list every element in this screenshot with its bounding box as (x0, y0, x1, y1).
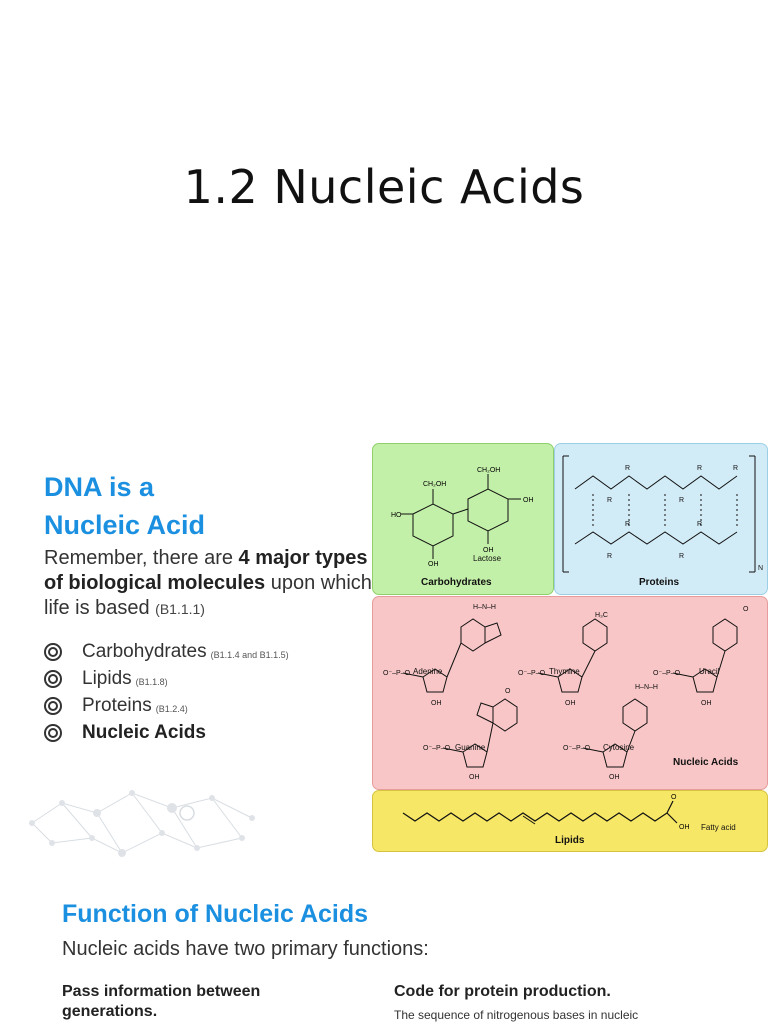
svg-text:H–N–H: H–N–H (635, 684, 658, 691)
molecule-list: Carbohydrates (B1.1.4 and B1.1.5) Lipids… (42, 638, 289, 746)
svg-text:H₃C: H₃C (595, 612, 608, 619)
list-label: Nucleic Acids (82, 721, 206, 743)
svg-text:N: N (758, 565, 763, 572)
nucleotides-structure-icon: O⁻–P–O O⁻–P–O O⁻–P–O O⁻–P–O O⁻–P–O H–N–H H₃C… (383, 604, 749, 781)
list-item: Nucleic Acids (42, 719, 289, 746)
svg-text:R: R (679, 497, 684, 504)
list-item: Lipids (B1.1.8) (42, 665, 289, 692)
lactose-label: Lactose (473, 554, 502, 563)
svg-text:O: O (505, 688, 511, 695)
base-label: Adenine (413, 667, 443, 676)
fatty-acid-label: Fatty acid (701, 823, 736, 832)
svg-text:R: R (607, 497, 612, 504)
svg-text:R: R (733, 465, 738, 472)
base-label: Uracil (699, 667, 720, 676)
list-item: Carbohydrates (B1.1.4 and B1.1.5) (42, 638, 289, 665)
lactose-structure-icon: CH₂OH CH₂OH HO OH OH OH (391, 467, 534, 568)
network-decoration-icon (29, 790, 255, 857)
base-label: Cytosine (603, 743, 635, 752)
ring-bullet-icon (44, 642, 62, 661)
list-ref: (B1.1.8) (135, 676, 168, 687)
heading-line-1: DNA is a (44, 472, 155, 502)
svg-text:O⁻–P–O: O⁻–P–O (563, 745, 591, 752)
lipids-panel: O OH Fatty acid Lipids (372, 790, 768, 852)
base-label: Guanine (455, 743, 486, 752)
lipids-label: Lipids (555, 835, 585, 846)
svg-text:O⁻–P–O: O⁻–P–O (423, 745, 451, 752)
svg-text:OH: OH (609, 774, 620, 781)
list-label: Lipids (82, 667, 132, 689)
function-column-2: Code for protein production. The sequenc… (394, 982, 714, 1022)
svg-text:H–N–H: H–N–H (473, 604, 496, 611)
nucleic-acids-label: Nucleic Acids (673, 757, 739, 768)
fatty-acid-structure-icon: O OH (402, 794, 690, 831)
svg-text:OH: OH (483, 547, 494, 554)
svg-text:R: R (697, 521, 702, 528)
list-label: Carbohydrates (82, 640, 207, 662)
list-item: Proteins (B1.2.4) (42, 692, 289, 719)
intro-part-1: Remember, there are (44, 547, 239, 569)
svg-text:CH₂OH: CH₂OH (477, 467, 500, 474)
svg-text:OH: OH (469, 774, 480, 781)
intro-text: Remember, there are 4 major types of bio… (44, 546, 374, 622)
intro-ref: (B1.1.1) (155, 601, 205, 617)
svg-text:OH: OH (428, 561, 439, 568)
intro-part-2: upon which life is based (44, 572, 372, 619)
svg-text:R: R (679, 553, 684, 560)
function-column-2-heading: Code for protein production. (394, 983, 611, 1000)
svg-text:OH: OH (679, 824, 690, 831)
slide-heading: DNA is a Nucleic Acid (44, 468, 205, 544)
list-label: Proteins (82, 694, 152, 716)
svg-text:O⁻–P–O: O⁻–P–O (653, 670, 681, 677)
svg-text:R: R (625, 465, 630, 472)
carbohydrates-panel: CH₂OH CH₂OH HO OH OH OH Lactose Carbohyd… (372, 443, 554, 595)
svg-text:O⁻–P–O: O⁻–P–O (518, 670, 546, 677)
protein-structure-icon: R R R R R R R R R N (562, 455, 763, 573)
svg-text:O⁻–P–O: O⁻–P–O (383, 670, 411, 677)
svg-text:HO: HO (391, 512, 402, 519)
list-ref: (B1.1.4 and B1.1.5) (210, 649, 289, 660)
function-heading: Function of Nucleic Acids (62, 900, 369, 928)
ring-bullet-icon (44, 669, 62, 688)
function-column-2-text: The sequence of nitrogenous bases in nuc… (394, 1008, 639, 1022)
function-column-1: Pass information between generations. (62, 983, 261, 1020)
heading-line-2: Nucleic Acid (44, 510, 206, 540)
ring-bullet-icon (44, 696, 62, 715)
svg-text:R: R (697, 465, 702, 472)
nucleic-acids-panel: O⁻–P–O O⁻–P–O O⁻–P–O O⁻–P–O O⁻–P–O H–N–H H₃C… (372, 596, 768, 790)
svg-text:OH: OH (523, 497, 534, 504)
ring-bullet-icon (44, 723, 62, 742)
function-intro: Nucleic acids have two primary functions… (62, 938, 429, 960)
svg-text:R: R (607, 553, 612, 560)
svg-text:O: O (671, 794, 677, 801)
svg-text:R: R (625, 521, 630, 528)
svg-text:OH: OH (431, 700, 442, 707)
svg-text:CH₂OH: CH₂OH (423, 481, 446, 488)
slide-dna-nucleic-acid: DNA is a Nucleic Acid Remember, there ar… (22, 438, 768, 858)
base-label: Thymine (549, 667, 580, 676)
proteins-panel: R R R R R R R R R N Proteins (554, 443, 768, 595)
intro-bold: 4 major types of biological molecules (44, 547, 368, 594)
svg-text:OH: OH (565, 700, 576, 707)
proteins-label: Proteins (639, 577, 680, 588)
carbohydrates-label: Carbohydrates (421, 577, 492, 588)
svg-text:O: O (743, 606, 749, 613)
list-ref: (B1.2.4) (155, 703, 188, 714)
svg-text:OH: OH (701, 700, 712, 707)
page-title: 1.2 Nucleic Acids (183, 160, 585, 214)
